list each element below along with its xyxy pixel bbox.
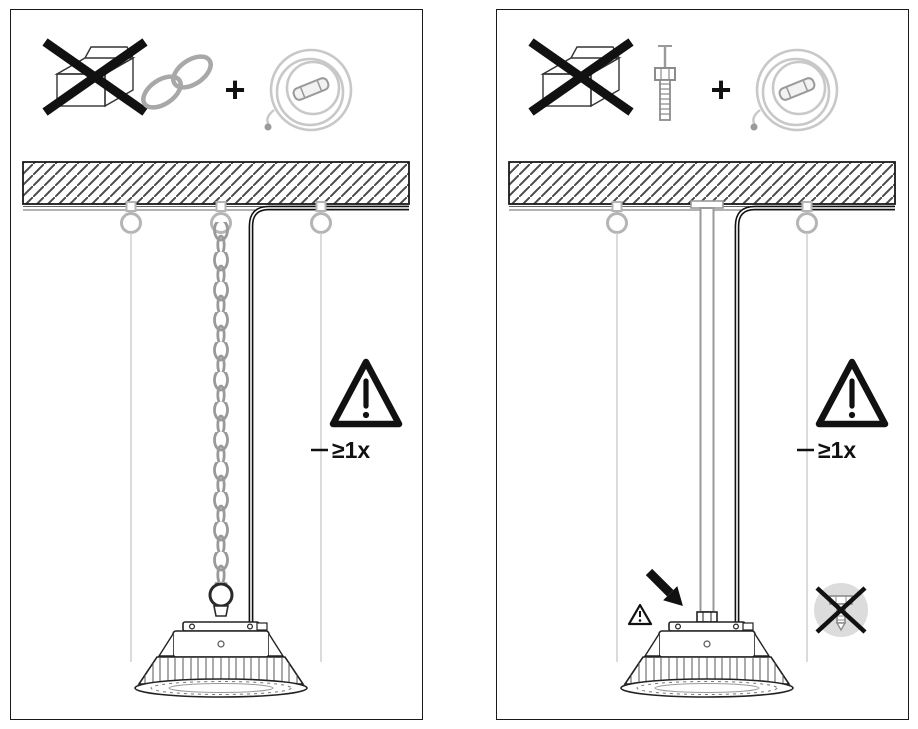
cross-out-x xyxy=(42,38,148,116)
eye-hook-left xyxy=(606,201,628,234)
plus-sign: + xyxy=(224,69,245,110)
plus-sign: + xyxy=(710,69,731,110)
left-panel: + xyxy=(10,9,423,720)
min-quantity-label: ≥1x xyxy=(332,437,370,463)
cross-out-x xyxy=(815,586,867,634)
mounting-point-warning-arrow xyxy=(645,568,683,606)
safety-cable xyxy=(248,205,409,622)
threaded-rod-icon xyxy=(654,45,676,121)
safety-cable xyxy=(734,205,895,622)
no-screw-icon xyxy=(814,583,868,637)
right-panel: + xyxy=(496,9,909,720)
min-quantity-label: ≥1x xyxy=(818,437,856,463)
warning-triangle-icon xyxy=(329,358,403,428)
cable-clamp xyxy=(778,77,816,101)
safety-cable-coil-icon xyxy=(264,48,353,132)
ceiling xyxy=(22,161,410,205)
eye-hook-right xyxy=(796,201,818,234)
safety-cable-coil-icon xyxy=(750,48,839,132)
left-panel-figure: + xyxy=(22,38,410,698)
highbay-luminaire xyxy=(620,621,794,698)
eyebolt xyxy=(208,582,234,617)
eye-hook-left xyxy=(120,201,142,234)
mini-warning-triangle-icon xyxy=(627,603,653,626)
highbay-luminaire xyxy=(134,621,308,698)
no-packaging-icon xyxy=(42,38,148,116)
chain-icon xyxy=(141,54,213,110)
cross-out-x xyxy=(528,38,634,116)
threaded-rod xyxy=(690,200,724,623)
no-packaging-icon xyxy=(528,38,634,116)
warning-triangle-icon xyxy=(815,358,889,428)
right-panel-figure: + xyxy=(508,38,896,698)
cable-clamp xyxy=(292,77,330,101)
eye-hook-right xyxy=(310,201,332,234)
ceiling xyxy=(508,161,896,205)
suspension-chain xyxy=(211,222,231,584)
